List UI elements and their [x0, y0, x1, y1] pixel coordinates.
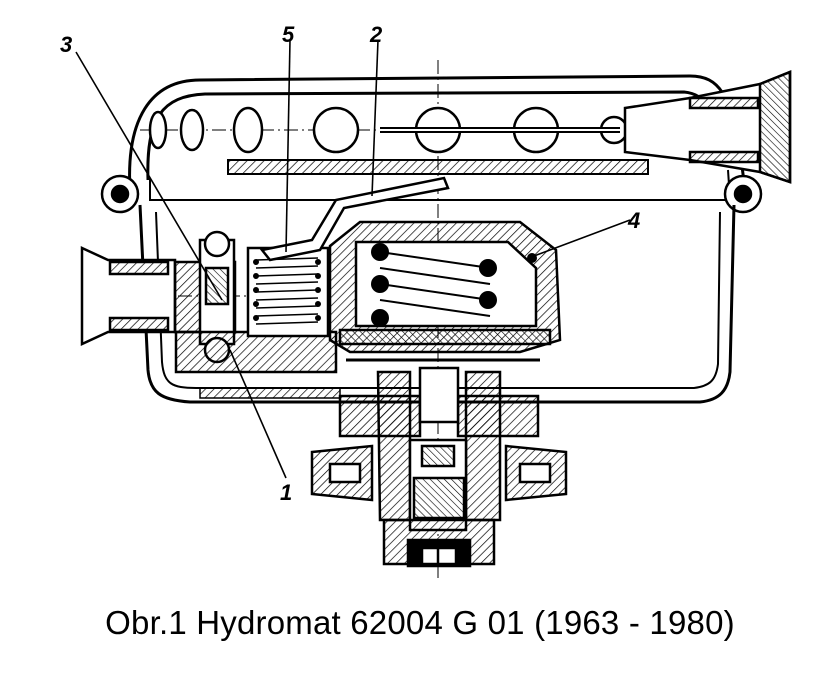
lower-screw	[382, 476, 496, 568]
membrane-chamber	[328, 220, 562, 362]
callout-labels: 1 2 3 4 5	[60, 22, 640, 505]
callout-2: 2	[369, 22, 383, 47]
callout-3: 3	[60, 32, 72, 57]
callout-4: 4	[627, 208, 640, 233]
outlet-pipe	[623, 70, 792, 184]
callout-1: 1	[280, 480, 292, 505]
figure-caption: Obr.1 Hydromat 62004 G 01 (1963 - 1980)	[105, 604, 735, 641]
mounting-flange	[310, 444, 568, 502]
inlet-pipe	[80, 246, 177, 346]
main-spring	[379, 251, 491, 317]
callout-5: 5	[282, 22, 295, 47]
main-spring-dots	[371, 243, 537, 327]
hinge-pins	[100, 174, 763, 214]
leader-lines	[75, 39, 631, 479]
needle-valve	[173, 230, 338, 374]
lever	[259, 176, 450, 262]
spring-coil-dots	[253, 259, 321, 321]
